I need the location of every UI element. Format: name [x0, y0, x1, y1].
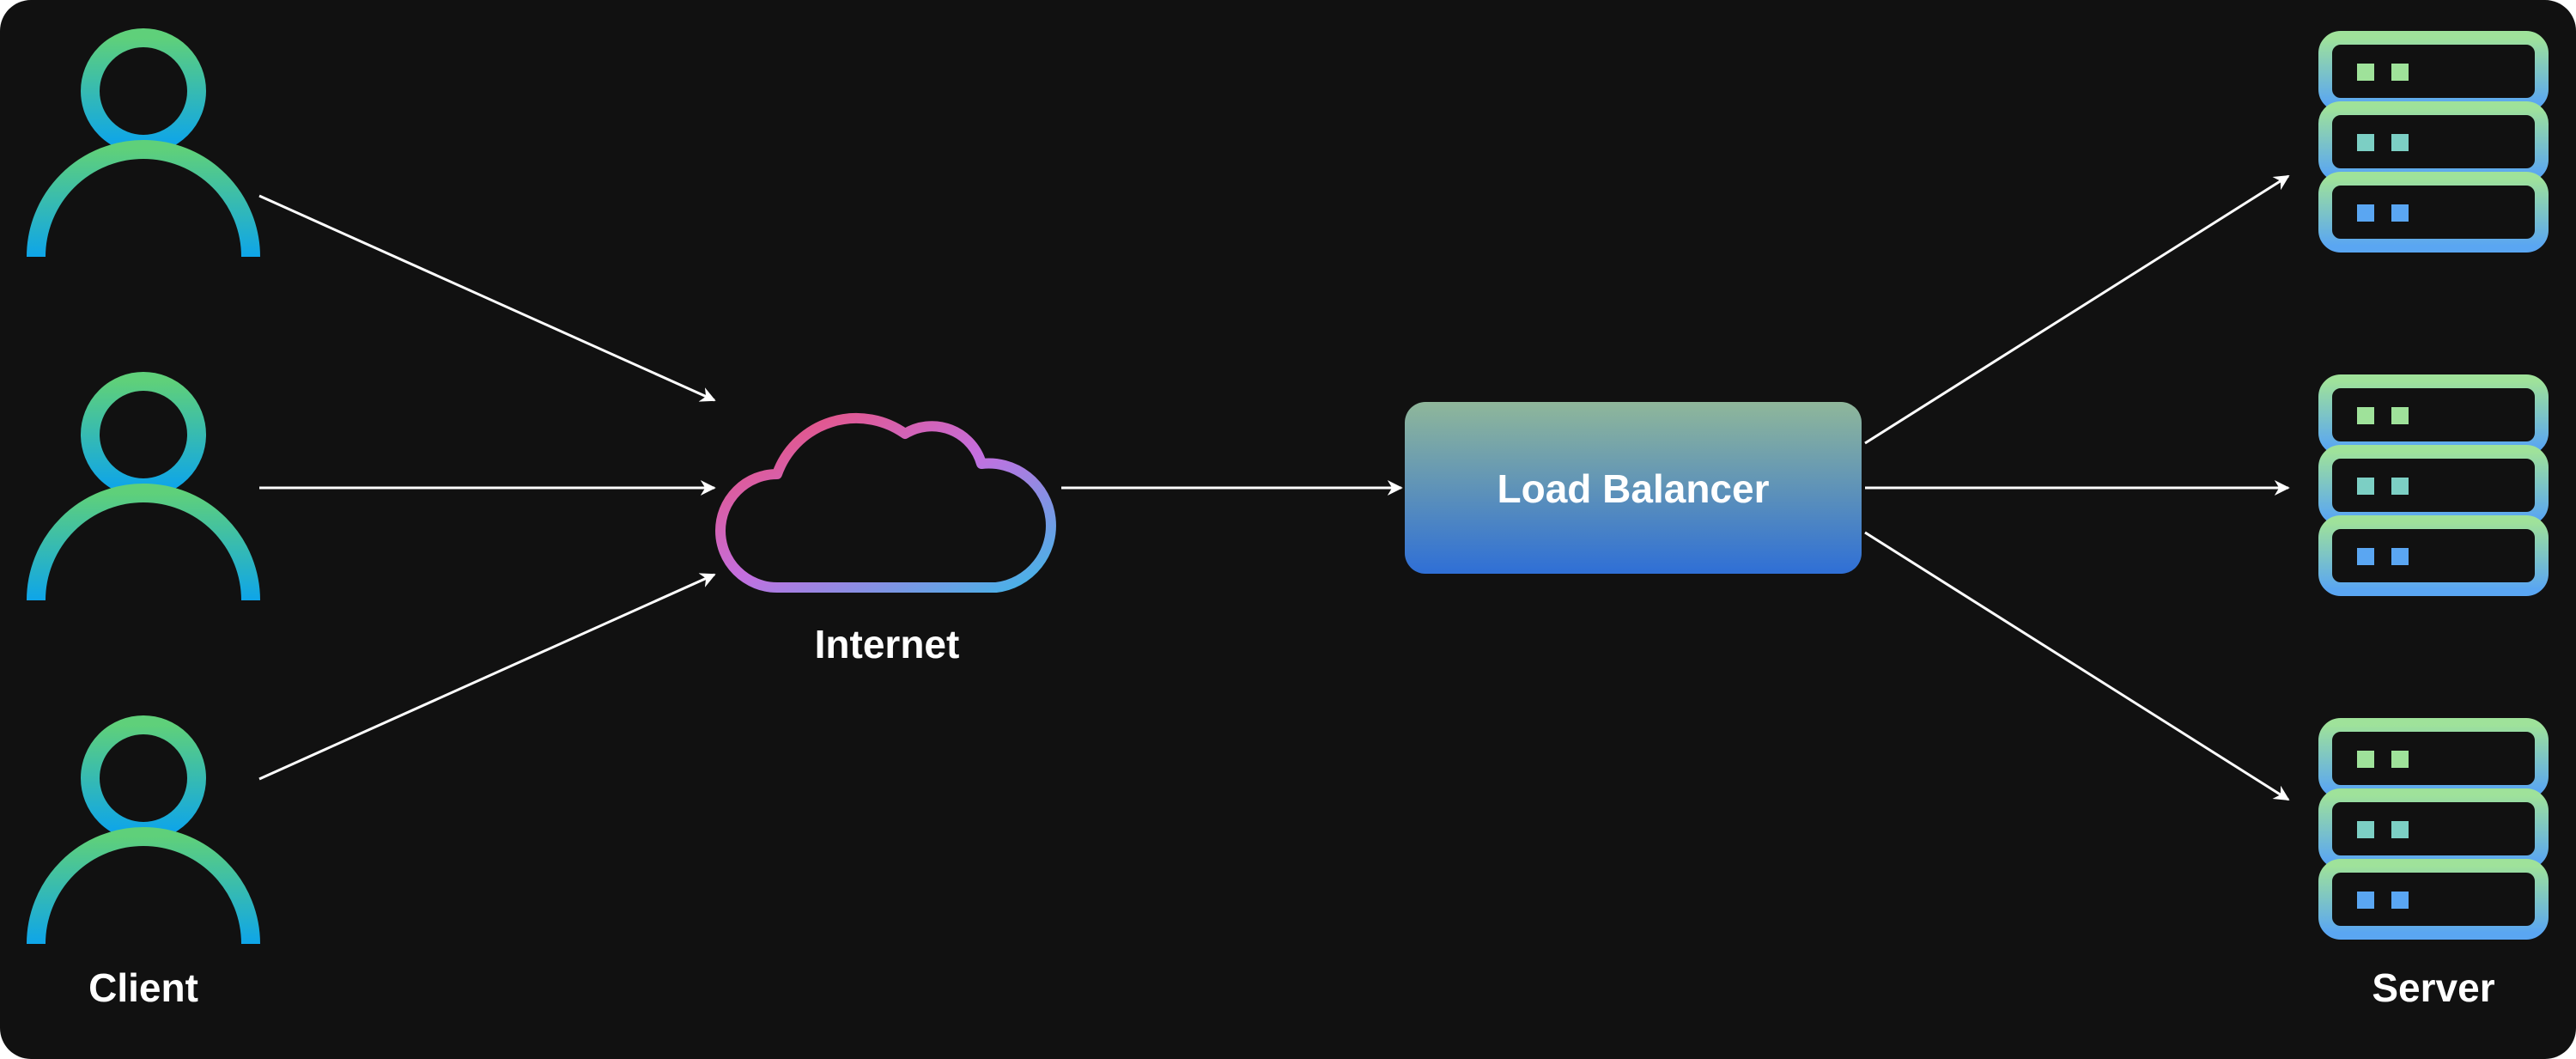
server-icon	[2318, 718, 2549, 940]
load-balancer-node: Load Balancer	[1405, 402, 1862, 574]
user-icon	[27, 28, 260, 258]
client-2	[27, 372, 260, 601]
arrow-client-3-internet	[258, 573, 716, 781]
internet-label: Internet	[815, 622, 960, 666]
load-balancer-label: Load Balancer	[1498, 466, 1770, 511]
server-1	[2318, 31, 2549, 253]
user-icon	[27, 372, 260, 601]
arrow-load-balancer-server-1	[1864, 174, 2290, 445]
server-label: Server	[2372, 965, 2494, 1010]
client-1	[27, 28, 260, 258]
user-icon	[27, 715, 260, 945]
client-label: Client	[88, 965, 198, 1010]
client-3	[27, 715, 260, 945]
cloud-icon	[715, 412, 1056, 593]
server-2	[2318, 374, 2549, 596]
internet-node: Internet	[715, 412, 1056, 666]
server-icon	[2318, 31, 2549, 253]
server-3	[2318, 718, 2549, 940]
arrow-load-balancer-server-3	[1864, 531, 2290, 801]
arrow-client-1-internet	[258, 194, 716, 402]
server-arrows	[1864, 174, 2290, 801]
client-arrows	[258, 194, 716, 781]
server-icon	[2318, 374, 2549, 596]
load-balancer-box	[1405, 402, 1862, 574]
